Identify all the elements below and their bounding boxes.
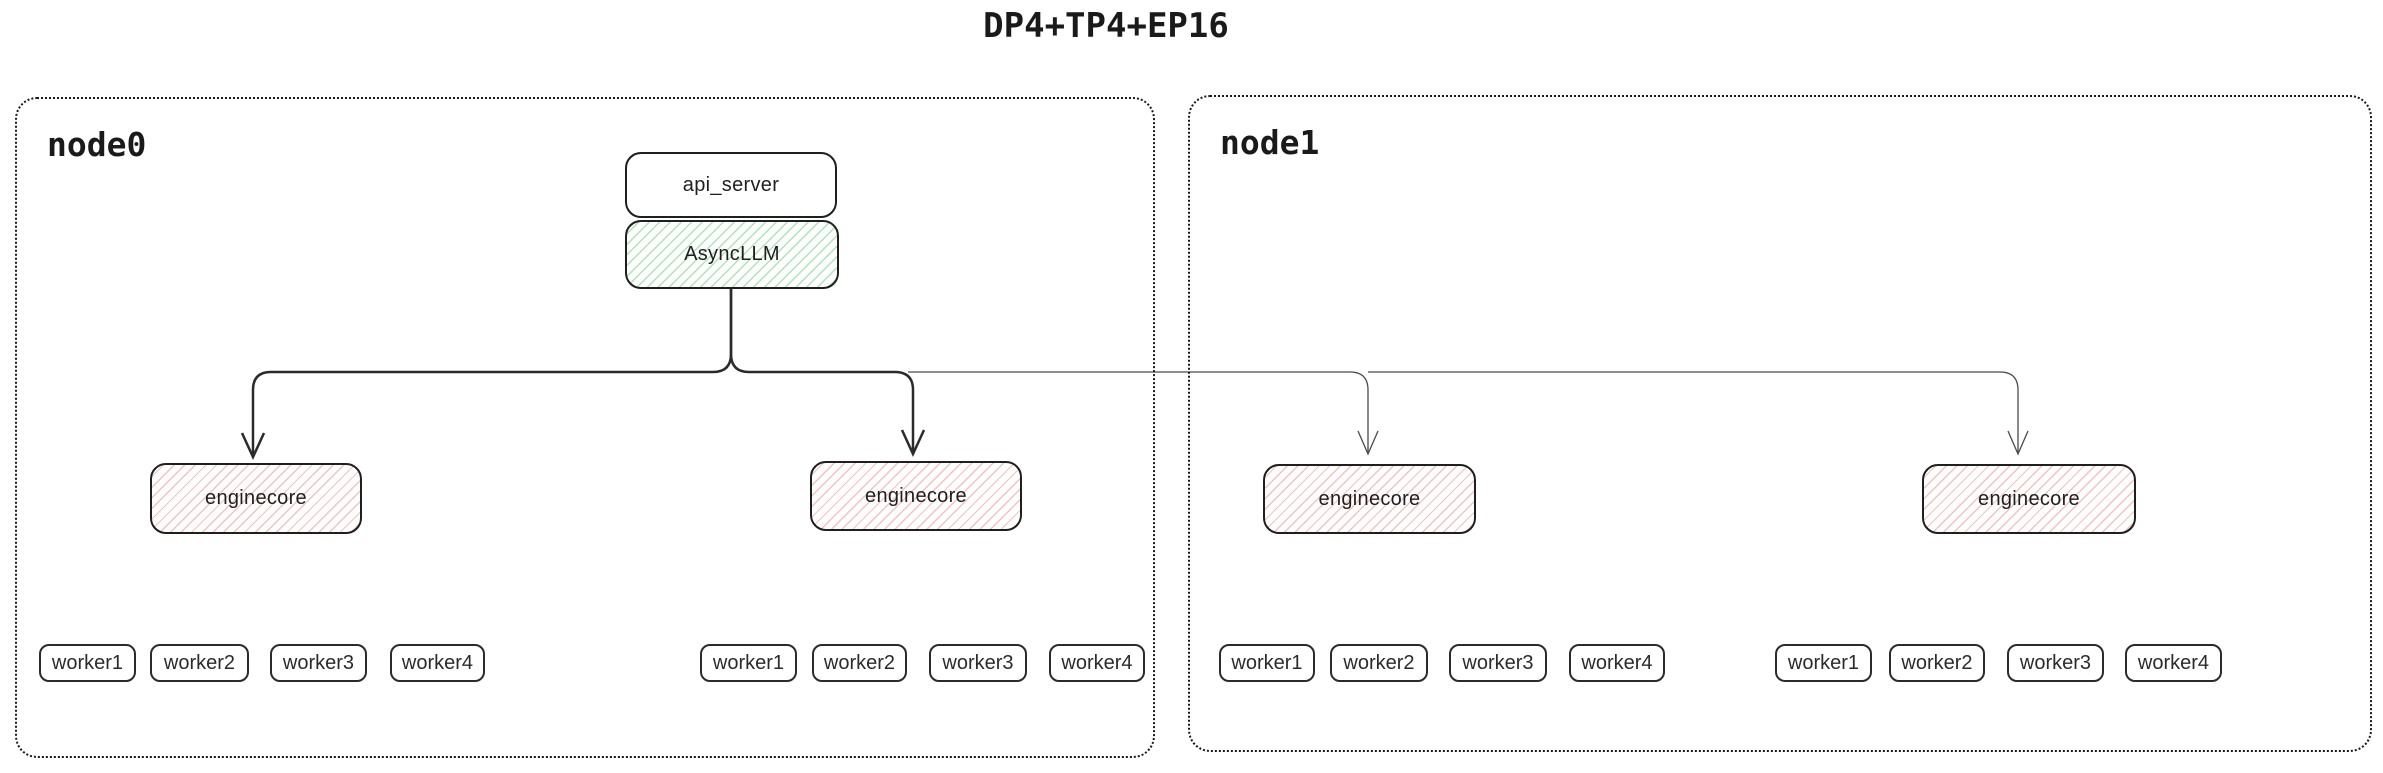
node0-enginecore-1-box: enginecore xyxy=(150,463,362,534)
node1-group1-worker1-box: worker1 xyxy=(1219,644,1315,682)
node0-label: node0 xyxy=(47,125,147,164)
node1-container: node1 enginecore enginecore worker1 work… xyxy=(1188,95,2372,752)
node0-group1-worker3-box: worker3 xyxy=(270,644,367,682)
node1-enginecore-1-box: enginecore xyxy=(1263,464,1476,534)
node1-group2-worker1-box: worker1 xyxy=(1775,644,1872,682)
node1-group2-worker3-box: worker3 xyxy=(2007,644,2104,682)
api-server-box: api_server xyxy=(625,152,837,218)
node1-group2-worker4-box: worker4 xyxy=(2125,644,2222,682)
asyncllm-box: AsyncLLM xyxy=(625,220,839,289)
node0-group1-worker1-box: worker1 xyxy=(39,644,136,682)
node0-group1-worker4-box: worker4 xyxy=(390,644,485,682)
node0-group2-worker4-box: worker4 xyxy=(1049,644,1145,682)
node1-group2-worker2-box: worker2 xyxy=(1889,644,1985,682)
node0-enginecore-2-box: enginecore xyxy=(810,461,1022,531)
node1-enginecore-2-box: enginecore xyxy=(1922,464,2136,534)
node1-group1-worker3-box: worker3 xyxy=(1449,644,1547,682)
node0-group2-worker2-box: worker2 xyxy=(812,644,907,682)
node0-group1-worker2-box: worker2 xyxy=(150,644,249,682)
node1-group1-worker2-box: worker2 xyxy=(1330,644,1428,682)
node1-group1-worker4-box: worker4 xyxy=(1569,644,1665,682)
node1-label: node1 xyxy=(1220,123,1320,162)
node0-group2-worker3-box: worker3 xyxy=(929,644,1027,682)
node0-group2-worker1-box: worker1 xyxy=(700,644,797,682)
node0-container: node0 api_server AsyncLLM enginecore eng… xyxy=(15,97,1155,758)
diagram-title: DP4+TP4+EP16 xyxy=(983,6,1229,46)
